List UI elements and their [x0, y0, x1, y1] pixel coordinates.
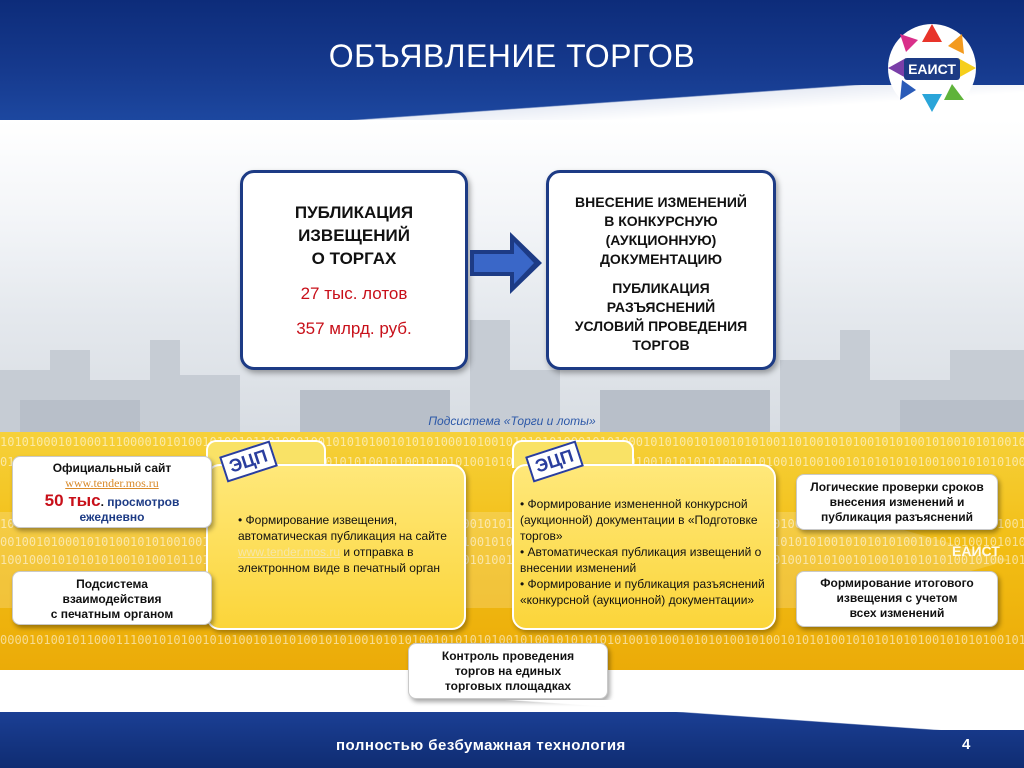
views-suffix: ежедневно: [79, 510, 145, 524]
print-subsystem-box: Подсистема взаимодействия с печатным орг…: [12, 571, 212, 625]
print-line3: с печатным органом: [50, 607, 174, 621]
changes-line4: ДОКУМЕНТАЦИЮ: [599, 251, 723, 267]
logo-text: ЕАИСТ: [908, 61, 956, 77]
publication-line2: ИЗВЕЩЕНИЙ: [298, 226, 410, 245]
changes-line8: ТОРГОВ: [632, 337, 690, 353]
mid-card-item2: • Автоматическая публикация извещений о …: [520, 545, 762, 575]
views-number: 50 тыс: [44, 491, 101, 510]
site-title: Официальный сайт: [52, 461, 172, 475]
mid-card: • Формирование измененной конкурсной (ау…: [512, 464, 776, 630]
lots-count: 27 тыс. лотов: [300, 284, 408, 303]
final-line3: всех изменений: [849, 606, 945, 620]
amount-total: 357 млрд. руб.: [296, 319, 412, 338]
left-card-part1: • Формирование извещения, автоматическая…: [238, 513, 447, 543]
band-eaist-mark: ЕАИСТ: [952, 543, 1000, 559]
print-line1: Подсистема: [76, 577, 148, 591]
publication-line1: ПУБЛИКАЦИЯ: [294, 203, 414, 222]
eaist-logo-icon: ЕАИСТ: [888, 24, 976, 112]
checks-box: Логические проверки сроков внесения изме…: [796, 474, 998, 530]
checks-line2: внесения изменений и: [829, 495, 965, 509]
views-line: 50 тыс. просмотров: [13, 491, 211, 510]
control-line3: торговых площадках: [444, 679, 572, 693]
changes-line1: ВНЕСЕНИЕ ИЗМЕНЕНИЙ: [575, 194, 747, 210]
tender-site-link[interactable]: www.tender.mos.ru: [238, 545, 341, 559]
left-card: • Формирование извещения, автоматическая…: [206, 464, 466, 630]
changes-line5: ПУБЛИКАЦИЯ: [612, 280, 710, 296]
control-line1: Контроль проведения: [441, 649, 575, 663]
checks-line1: Логические проверки сроков: [810, 480, 984, 494]
changes-line3: (АУКЦИОННУЮ): [605, 232, 717, 248]
mid-card-item3: • Формирование и публикация разъяснений …: [520, 577, 765, 607]
changes-line7: УСЛОВИЙ ПРОВЕДЕНИЯ: [574, 318, 748, 334]
changes-line6: РАЗЪЯСНЕНИЙ: [606, 299, 716, 315]
binary-texture: 0000101001011000111001010100101010010101…: [0, 633, 1024, 647]
left-card-text: • Формирование извещения, автоматическая…: [238, 512, 456, 576]
mid-card-item1: • Формирование измененной конкурсной (ау…: [520, 497, 758, 543]
publication-line3: О ТОРГАХ: [311, 249, 397, 268]
publication-box: ПУБЛИКАЦИЯ ИЗВЕЩЕНИЙ О ТОРГАХ 27 тыс. ло…: [240, 170, 468, 370]
print-line2: взаимодействия: [62, 592, 162, 606]
page-title: ОБЪЯВЛЕНИЕ ТОРГОВ: [328, 38, 696, 74]
footer-sheen: [0, 700, 1024, 730]
control-box: Контроль проведения торгов на единых тор…: [408, 643, 608, 699]
official-site-box: Официальный сайт www.tender.mos.ru 50 ты…: [12, 456, 212, 528]
final-line2: извещения с учетом: [836, 591, 958, 605]
checks-line3: публикация разъяснений: [821, 510, 973, 524]
control-line2: торгов на единых: [454, 664, 562, 678]
arrow-right-icon: [470, 232, 542, 294]
final-line1: Формирование итогового: [820, 576, 974, 590]
final-notice-box: Формирование итогового извещения с учето…: [796, 571, 998, 627]
changes-line2: В КОНКУРСНУЮ: [604, 213, 718, 229]
site-url-link[interactable]: www.tender.mos.ru: [65, 476, 159, 490]
left-card-part2: и отправка в электронном виде в печатный…: [238, 545, 441, 575]
subsystem-caption: Подсистема «Торги и лоты»: [428, 414, 596, 428]
footer-tagline: полностью безбумажная технология: [336, 737, 626, 754]
mid-card-text: • Формирование измененной конкурсной (ау…: [514, 496, 772, 608]
page-number: 4: [962, 736, 971, 753]
views-dot: .: [100, 495, 104, 509]
changes-box: ВНЕСЕНИЕ ИЗМЕНЕНИЙ В КОНКУРСНУЮ (АУКЦИОН…: [546, 170, 776, 370]
views-text: просмотров: [107, 495, 180, 509]
